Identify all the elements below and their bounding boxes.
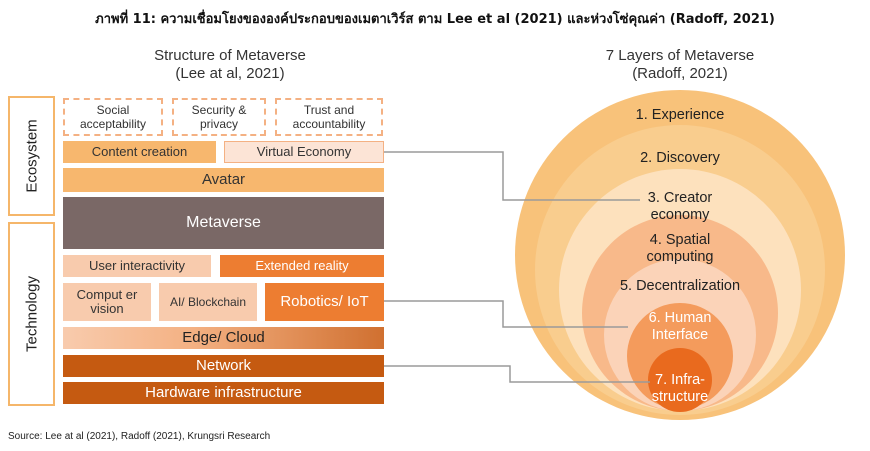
computer-vision-box: Comput er vision <box>63 283 151 321</box>
figure-title: ภาพที่ 11: ความเชื่อมโยงขององค์ประกอบของ… <box>95 12 775 27</box>
technology-label-text: Technology <box>23 276 40 352</box>
extended-reality-box: Extended reality <box>220 255 384 277</box>
layer-2-line1: 2. Discovery <box>640 150 720 166</box>
source-note: Source: Lee at al (2021), Radoff (2021),… <box>8 431 271 442</box>
layer-7-line2: structure <box>651 389 709 405</box>
layers-heading-line1: 7 Layers of Metaverse <box>605 47 755 64</box>
layer-6-line1: 6. Human <box>648 310 712 326</box>
layer-creator-economy-label: 3. Creator economy <box>600 190 760 224</box>
ai-blockchain-box: AI/ Blockchain <box>159 283 257 321</box>
technology-side-label: Technology <box>8 222 55 406</box>
trust-accountability-box: Trust and accountability <box>275 98 383 136</box>
layer-human-interface-label: 6. Human Interface <box>600 310 760 344</box>
ecosystem-side-label: Ecosystem <box>8 96 55 216</box>
structure-heading: Structure of Metaverse (Lee at al, 2021) <box>80 47 380 83</box>
structure-heading-line1: Structure of Metaverse <box>154 47 306 64</box>
virtual-economy-box: Virtual Economy <box>224 141 384 163</box>
hardware-infrastructure-box: Hardware infrastructure <box>63 382 384 404</box>
layer-decentralization-label: 5. Decentralization <box>590 278 770 295</box>
layer-6-line2: Interface <box>651 327 709 343</box>
layer-4-line2: computing <box>646 249 714 265</box>
layers-heading: 7 Layers of Metaverse (Radoff, 2021) <box>530 47 830 83</box>
layer-7-line1: 7. Infra- <box>655 372 705 388</box>
edge-cloud-box: Edge/ Cloud <box>63 327 384 349</box>
robotics-iot-box: Robotics/ IoT <box>265 283 384 321</box>
avatar-box: Avatar <box>63 168 384 192</box>
layer-3-line2: economy <box>650 207 710 223</box>
security-privacy-box: Security & privacy <box>172 98 266 136</box>
layer-3-line1: 3. Creator <box>647 190 713 206</box>
content-creation-box: Content creation <box>63 141 216 163</box>
layer-infrastructure-label: 7. Infra- structure <box>600 372 760 406</box>
social-acceptability-box: Social acceptability <box>63 98 163 136</box>
layer-spatial-computing-label: 4. Spatial computing <box>600 232 760 266</box>
layer-4-line1: 4. Spatial <box>649 232 711 248</box>
layers-heading-line2: (Radoff, 2021) <box>632 65 728 82</box>
layer-1-line1: 1. Experience <box>635 107 725 123</box>
network-box: Network <box>63 355 384 377</box>
layer-discovery-label: 2. Discovery <box>600 150 760 167</box>
user-interactivity-box: User interactivity <box>63 255 211 277</box>
circle-infrastructure <box>648 348 712 412</box>
ecosystem-label-text: Ecosystem <box>23 119 40 193</box>
metaverse-box: Metaverse <box>63 197 384 249</box>
structure-heading-line2: (Lee at al, 2021) <box>175 65 285 82</box>
layer-5-line1: 5. Decentralization <box>619 278 741 294</box>
layer-experience-label: 1. Experience <box>600 107 760 124</box>
